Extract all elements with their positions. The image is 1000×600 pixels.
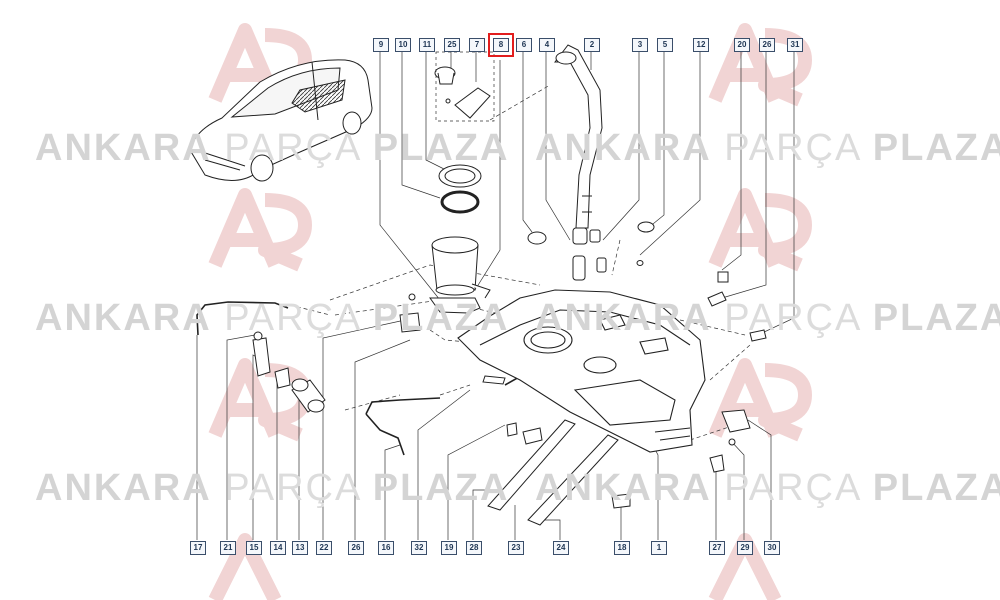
fuel-filter	[274, 367, 326, 413]
part-callout[interactable]: 7	[469, 38, 485, 52]
part-callout[interactable]: 29	[737, 541, 753, 555]
logo-marks	[208, 23, 812, 600]
watermark-text-4: ANKARA PARÇA PLAZA	[535, 297, 1000, 339]
part-callout[interactable]: 19	[441, 541, 457, 555]
part-callout[interactable]: 3	[632, 38, 648, 52]
fuel-pump	[429, 236, 491, 314]
fuel-tank	[457, 289, 706, 453]
part-callout[interactable]: 10	[395, 38, 411, 52]
watermark-text-5: ANKARA PARÇA PLAZA	[35, 467, 510, 509]
part-callout[interactable]: 18	[614, 541, 630, 555]
watermark-text-3: ANKARA PARÇA PLAZA	[35, 297, 510, 339]
part-callout[interactable]: 20	[734, 38, 750, 52]
part-callout[interactable]: 17	[190, 541, 206, 555]
part-callout[interactable]: 24	[553, 541, 569, 555]
gasket-dashed-box	[435, 51, 495, 122]
part-callout[interactable]: 31	[787, 38, 803, 52]
part-callout[interactable]: 11	[419, 38, 435, 52]
part-callout[interactable]: 25	[444, 38, 460, 52]
part-callout[interactable]: 14	[270, 541, 286, 555]
watermark-text-2: ANKARA PARÇA PLAZA	[535, 127, 1000, 169]
part-callout[interactable]: 27	[709, 541, 725, 555]
part-callout[interactable]: 26	[759, 38, 775, 52]
part-callout[interactable]: 13	[292, 541, 308, 555]
watermark-text-1: ANKARA PARÇA PLAZA	[35, 127, 510, 169]
part-callout[interactable]: 12	[693, 38, 709, 52]
gasket-assembly	[434, 66, 491, 119]
watermark-text-6: ANKARA PARÇA PLAZA	[535, 467, 1000, 509]
part-callout[interactable]: 16	[378, 541, 394, 555]
part-callout[interactable]: 6	[516, 38, 532, 52]
part-callout[interactable]: 4	[539, 38, 555, 52]
part-callout-selected[interactable]: 8	[488, 33, 514, 57]
car-outline	[189, 59, 373, 182]
small-parts	[252, 164, 767, 509]
part-callout[interactable]: 22	[316, 541, 332, 555]
part-callout[interactable]: 5	[657, 38, 673, 52]
part-callout[interactable]: 2	[584, 38, 600, 52]
filler-neck	[553, 44, 607, 281]
part-callout[interactable]: 30	[764, 541, 780, 555]
part-callout[interactable]: 28	[466, 541, 482, 555]
part-callout[interactable]: 9	[373, 38, 389, 52]
part-callout[interactable]: 21	[220, 541, 236, 555]
tank-straps	[487, 419, 619, 526]
part-callout[interactable]: 32	[411, 541, 427, 555]
part-callout[interactable]: 26	[348, 541, 364, 555]
part-callout[interactable]: 1	[651, 541, 667, 555]
part-callout[interactable]: 15	[246, 541, 262, 555]
part-callout[interactable]: 23	[508, 541, 524, 555]
